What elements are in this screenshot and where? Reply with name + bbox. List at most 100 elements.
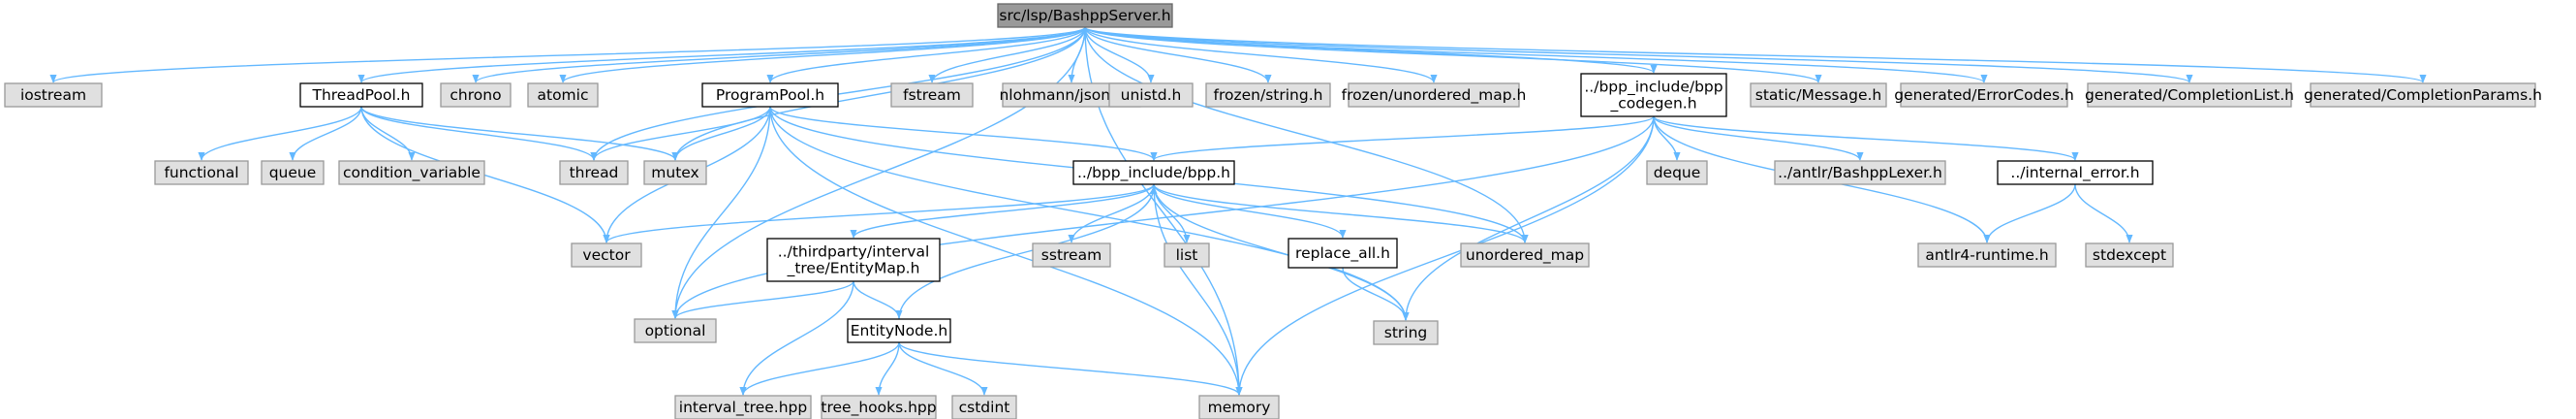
node-unorderedmap[interactable]: unordered_map <box>1460 242 1590 268</box>
node-iostream[interactable]: iostream <box>4 82 103 108</box>
edge-entitymap-to-intervaltree <box>739 280 854 396</box>
node-label-unorderedmap: unordered_map <box>1466 246 1584 265</box>
node-box-errorcodes <box>1900 82 2068 108</box>
node-box-functional <box>154 160 249 185</box>
node-sstream[interactable]: sstream <box>1032 242 1111 268</box>
node-label-completionparams: generated/CompletionParams.h <box>2304 86 2542 104</box>
edge-entitymap-to-entitynode <box>853 280 903 319</box>
node-mutex[interactable]: mutex <box>643 160 707 185</box>
node-threadpool[interactable]: ThreadPool.h <box>299 82 423 108</box>
node-box-optional <box>634 318 717 343</box>
node-label-json: nlohmann/json.hpp <box>999 86 1143 104</box>
node-antlr4[interactable]: antlr4-runtime.h <box>1917 242 2057 268</box>
node-entitymap[interactable]: ../thirdparty/interval_tree/EntityMap.h <box>766 238 941 282</box>
node-box-memory <box>1198 395 1280 419</box>
node-frozenstring[interactable]: frozen/string.h <box>1205 82 1331 108</box>
node-box-chrono <box>440 82 512 108</box>
edge-programpool-to-bpph <box>769 106 1158 161</box>
node-box-fstream <box>890 82 974 108</box>
node-box-sstream <box>1032 242 1111 268</box>
node-treehooks[interactable]: tree_hooks.hpp <box>821 395 937 419</box>
edge-codegen-to-string <box>1402 115 1655 321</box>
node-box-condvar <box>338 160 485 185</box>
node-label-programpool: ProgramPool.h <box>716 86 824 104</box>
node-box-unorderedmap <box>1460 242 1590 268</box>
node-list[interactable]: list <box>1164 242 1210 268</box>
node-label-errorcodes: generated/ErrorCodes.h <box>1894 86 2074 104</box>
node-completionparams[interactable]: generated/CompletionParams.h <box>2304 82 2542 108</box>
node-optional[interactable]: optional <box>634 318 717 343</box>
node-label-memory: memory <box>1208 399 1271 416</box>
node-fstream[interactable]: fstream <box>890 82 974 108</box>
node-bpph[interactable]: ../bpp_include/bpp.h <box>1072 160 1235 185</box>
node-label-unistd: unistd.h <box>1121 86 1182 104</box>
node-memory[interactable]: memory <box>1198 395 1280 419</box>
node-box-thread <box>559 160 629 185</box>
edge-root-to-memory <box>1084 26 1243 396</box>
node-frozenmap[interactable]: frozen/unordered_map.h <box>1342 82 1527 108</box>
edge-programpool-to-string <box>769 106 1410 321</box>
node-completionlist[interactable]: generated/CompletionList.h <box>2085 82 2294 108</box>
node-box-completionparams <box>2310 82 2536 108</box>
node-label-entitymap: _tree/EntityMap.h <box>787 260 920 278</box>
node-replaceall[interactable]: replace_all.h <box>1288 238 1398 269</box>
node-box-antlr4 <box>1917 242 2057 268</box>
node-label-internalerror: ../internal_error.h <box>2010 164 2139 182</box>
node-box-internalerror <box>1997 160 2154 185</box>
edge-root-to-programpool <box>766 26 1086 83</box>
edge-entitynode-to-bpph <box>898 185 1158 320</box>
node-label-cstdint: cstdint <box>959 399 1010 416</box>
node-programpool[interactable]: ProgramPool.h <box>701 82 839 108</box>
edge-root-to-atomic <box>559 26 1086 83</box>
node-errorcodes[interactable]: generated/ErrorCodes.h <box>1894 82 2074 108</box>
node-box-iostream <box>4 82 103 108</box>
node-internalerror[interactable]: ../internal_error.h <box>1997 160 2154 185</box>
edge-codegen-to-internalerror <box>1653 115 2079 161</box>
node-atomic[interactable]: atomic <box>527 82 599 108</box>
edge-bpph-to-vector <box>603 183 1155 243</box>
node-label-codegen: _codegen.h <box>1609 95 1696 113</box>
node-condvar[interactable]: condition_variable <box>338 160 485 185</box>
node-label-stdexcept: stdexcept <box>2093 246 2166 264</box>
node-box-treehooks <box>821 395 937 419</box>
node-functional[interactable]: functional <box>154 160 249 185</box>
edge-entitynode-to-intervaltree <box>739 341 900 396</box>
edge-root-to-message <box>1084 26 1822 83</box>
node-label-bpph: ../bpp_include/bpp.h <box>1077 164 1230 182</box>
edge-root-to-completionlist <box>1084 26 2193 83</box>
node-intervaltree[interactable]: interval_tree.hpp <box>674 395 812 419</box>
node-codegen[interactable]: ../bpp_include/bpp_codegen.h <box>1580 73 1727 117</box>
edge-root-to-threadpool <box>357 26 1086 83</box>
node-label-optional: optional <box>645 322 706 339</box>
edge-root-to-iostream <box>49 26 1086 83</box>
edge-root-to-errorcodes <box>1084 26 1988 83</box>
node-thread[interactable]: thread <box>559 160 629 185</box>
edge-bpph-to-replaceall <box>1153 183 1347 239</box>
node-box-entitynode <box>847 318 951 343</box>
node-message[interactable]: static/Message.h <box>1750 82 1887 108</box>
node-vector[interactable]: vector <box>571 242 642 268</box>
node-box-list <box>1164 242 1210 268</box>
node-box-unistd <box>1108 82 1194 108</box>
node-string[interactable]: string <box>1373 320 1439 345</box>
node-label-deque: deque <box>1654 164 1701 181</box>
node-label-functional: functional <box>164 164 238 181</box>
edge-internalerror-to-antlr4 <box>1983 183 2076 243</box>
edge-threadpool-to-queue <box>289 106 362 161</box>
node-box-stdexcept <box>2085 242 2174 268</box>
node-chrono[interactable]: chrono <box>440 82 512 108</box>
node-label-entitynode: EntityNode.h <box>851 322 947 339</box>
node-queue[interactable]: queue <box>261 160 325 185</box>
node-lexer[interactable]: ../antlr/BashppLexer.h <box>1774 160 1946 185</box>
node-stdexcept[interactable]: stdexcept <box>2085 242 2174 268</box>
node-deque[interactable]: deque <box>1646 160 1708 185</box>
node-box-lexer <box>1774 160 1946 185</box>
node-entitynode[interactable]: EntityNode.h <box>847 318 951 343</box>
node-unistd[interactable]: unistd.h <box>1108 82 1194 108</box>
node-box-entitymap <box>766 238 941 282</box>
node-root[interactable]: src/lsp/BashppServer.h <box>997 3 1173 28</box>
edge-threadpool-to-mutex <box>360 106 679 161</box>
node-box-codegen <box>1580 73 1727 117</box>
node-cstdint[interactable]: cstdint <box>951 395 1017 419</box>
edge-internalerror-to-stdexcept <box>2074 183 2133 243</box>
